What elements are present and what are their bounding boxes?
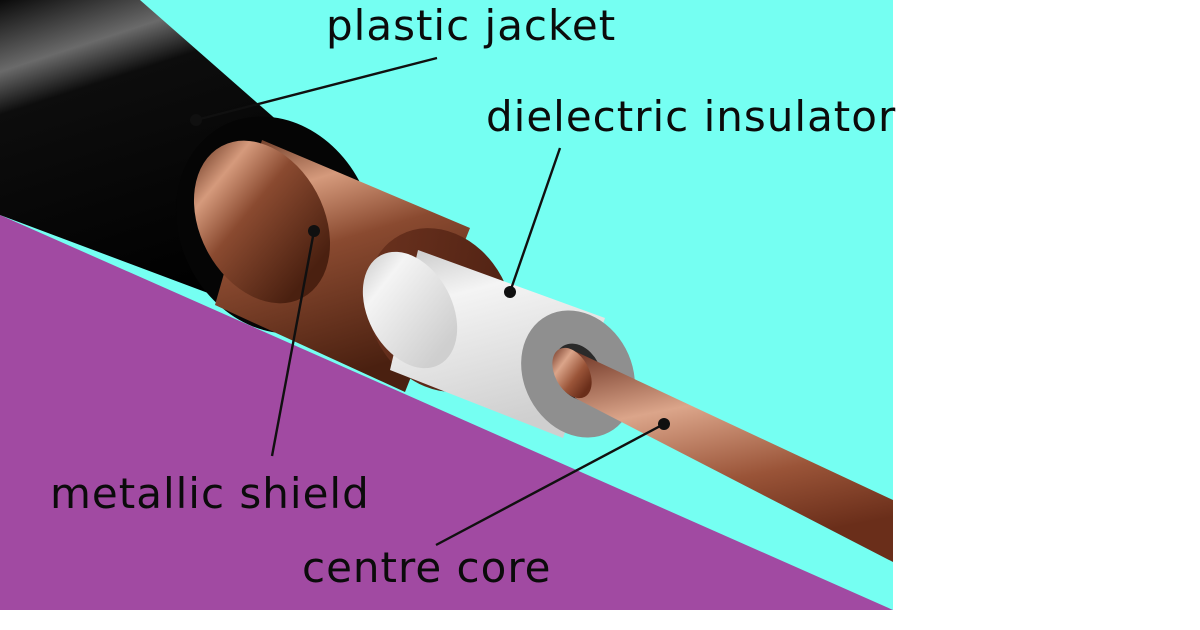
- dot-dielectric-insulator: [504, 286, 516, 298]
- label-plastic-jacket: plastic jacket: [326, 1, 616, 50]
- dot-plastic-jacket: [190, 114, 202, 126]
- label-metallic-shield: metallic shield: [50, 469, 370, 518]
- centre-core: [568, 348, 893, 562]
- metallic-shield-start: [193, 140, 331, 304]
- label-dielectric-insulator: dielectric insulator: [486, 92, 896, 141]
- centre-core-start: [552, 347, 592, 399]
- dielectric-insulator-start: [362, 251, 458, 369]
- leader-plastic-jacket: [195, 56, 438, 122]
- leader-metallic-shield: [270, 230, 316, 457]
- leader-dielectric-insulator: [508, 147, 562, 293]
- dot-metallic-shield: [308, 225, 320, 237]
- label-centre-core: centre core: [302, 543, 552, 592]
- leader-centre-core: [435, 422, 665, 547]
- background-lower: [0, 215, 893, 610]
- dot-centre-core: [658, 418, 670, 430]
